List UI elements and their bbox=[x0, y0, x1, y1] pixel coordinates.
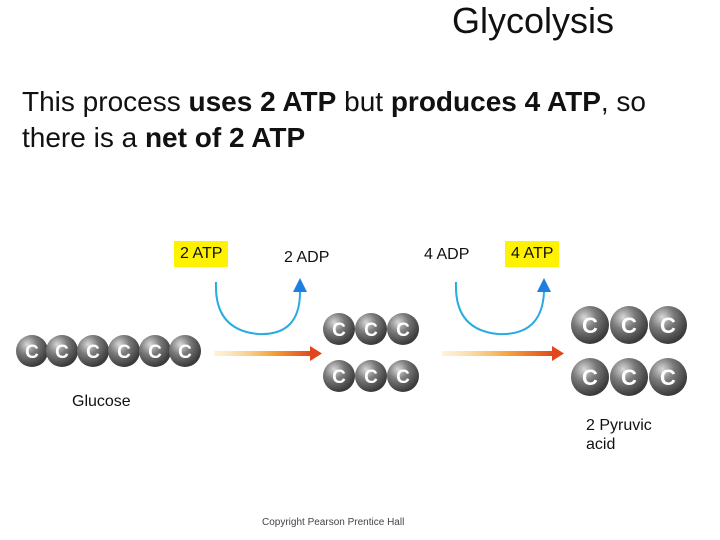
carbon-atom: C bbox=[387, 313, 419, 345]
reaction-arrowhead-2 bbox=[552, 346, 564, 361]
reaction-arrow-2-shaft bbox=[442, 351, 554, 356]
carbon-atom: C bbox=[323, 360, 355, 392]
carbon-atom: C bbox=[108, 335, 140, 367]
carbon-atom: C bbox=[16, 335, 48, 367]
carbon-atom: C bbox=[649, 306, 687, 344]
svg-text:C: C bbox=[660, 365, 676, 390]
slide-title: Glycolysis bbox=[452, 0, 615, 41]
carbon-atom: C bbox=[355, 360, 387, 392]
svg-text:C: C bbox=[621, 313, 637, 338]
svg-text:C: C bbox=[332, 320, 346, 341]
cycle-arrow-right bbox=[454, 281, 545, 336]
cycle-arrow-left bbox=[214, 281, 301, 336]
cycle-arrowhead-left bbox=[293, 278, 307, 292]
pyruvic-acid-label: 2 Pyruvic acid bbox=[586, 417, 652, 453]
svg-text:C: C bbox=[364, 367, 378, 388]
svg-text:C: C bbox=[55, 342, 69, 363]
svg-text:C: C bbox=[660, 313, 676, 338]
subtitle-text-2: but bbox=[336, 86, 391, 117]
carbon-atom: C bbox=[571, 358, 609, 396]
carbon-atom: C bbox=[355, 313, 387, 345]
carbon-atom: C bbox=[649, 358, 687, 396]
carbon-atom: C bbox=[571, 306, 609, 344]
atp-input-label: 2 ATP bbox=[174, 241, 229, 267]
svg-text:C: C bbox=[396, 320, 410, 341]
subtitle-bold-uses: uses 2 ATP bbox=[188, 86, 337, 117]
svg-text:C: C bbox=[178, 342, 192, 363]
pyruvic-acid-molecule-top: C C C bbox=[571, 306, 687, 344]
subtitle-text-3: , so there is a bbox=[22, 86, 647, 153]
copyright-notice: Copyright Pearson Prentice Hall bbox=[262, 517, 405, 528]
carbon-atom: C bbox=[323, 313, 355, 345]
svg-text:C: C bbox=[25, 342, 39, 363]
svg-text:C: C bbox=[117, 342, 131, 363]
reaction-arrow-1-shaft bbox=[214, 351, 312, 356]
reaction-arrowhead-1 bbox=[310, 346, 322, 361]
carbon-atom: C bbox=[610, 306, 648, 344]
carbon-atom: C bbox=[610, 358, 648, 396]
svg-text:C: C bbox=[582, 313, 598, 338]
pyruvic-acid-molecule-bottom: C C C bbox=[571, 358, 687, 396]
svg-text:C: C bbox=[364, 320, 378, 341]
svg-text:C: C bbox=[582, 365, 598, 390]
svg-text:C: C bbox=[396, 367, 410, 388]
svg-text:C: C bbox=[148, 342, 162, 363]
slide-subtitle: This process uses 2 ATP but produces 4 A… bbox=[22, 84, 702, 156]
atp-output-label: 4 ATP bbox=[505, 241, 560, 267]
svg-text:C: C bbox=[621, 365, 637, 390]
carbon-atom: C bbox=[46, 335, 78, 367]
cycle-arrowhead-right bbox=[537, 278, 551, 292]
subtitle-text-1: This process bbox=[22, 86, 189, 117]
carbon-atom: C bbox=[77, 335, 109, 367]
svg-text:C: C bbox=[332, 367, 346, 388]
glucose-label: Glucose bbox=[72, 393, 131, 410]
carbon-atom: C bbox=[387, 360, 419, 392]
subtitle-bold-net: net of 2 ATP bbox=[144, 122, 306, 153]
glucose-molecule: C C C C C C bbox=[16, 335, 201, 367]
carbon-atom: C bbox=[139, 335, 171, 367]
adp-input-label: 4 ADP bbox=[424, 246, 470, 263]
intermediate-molecule-top: C C C bbox=[323, 313, 419, 345]
intermediate-molecule-bottom: C C C bbox=[323, 360, 419, 392]
svg-text:C: C bbox=[86, 342, 100, 363]
carbon-atom: C bbox=[169, 335, 201, 367]
subtitle-bold-produces: produces 4 ATP bbox=[390, 86, 601, 117]
adp-output-label: 2 ADP bbox=[284, 249, 330, 266]
